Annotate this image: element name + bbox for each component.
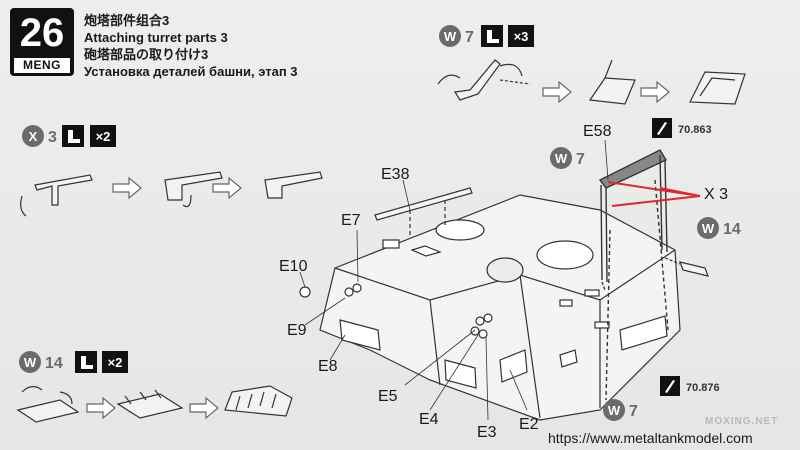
brand-logo: MENG	[14, 58, 70, 73]
title-chinese: 炮塔部件组合3	[84, 13, 170, 28]
top-arrows	[542, 80, 670, 104]
svg-text:×2: ×2	[96, 129, 111, 144]
svg-text:7: 7	[576, 151, 585, 168]
part-label-e2: E2	[519, 416, 539, 433]
title-japanese: 砲塔部品の取り付け3	[84, 47, 209, 62]
part-label-e8: E8	[318, 358, 338, 375]
svg-text:3: 3	[48, 129, 57, 146]
x3-pointer-lines	[607, 181, 701, 207]
source-url: https://www.metaltankmodel.com	[548, 430, 753, 446]
part-label-e7: E7	[341, 212, 361, 229]
title-russian: Установка деталей башни, этап 3	[84, 64, 298, 79]
e58-handle	[598, 149, 669, 401]
grille-arrows	[86, 396, 219, 420]
part-label-e4: E4	[419, 411, 439, 428]
callout-w7-bottom: W 7	[603, 399, 638, 421]
svg-text:70.876: 70.876	[686, 382, 720, 394]
svg-text:W: W	[555, 151, 568, 166]
e38-rail	[374, 187, 473, 238]
svg-text:70.863: 70.863	[678, 124, 712, 136]
callout-w14-right: W 14	[697, 217, 741, 239]
svg-text:×3: ×3	[514, 29, 529, 44]
paint-callout-70876: 70.876	[660, 376, 720, 396]
part-label-e58: E58	[583, 123, 612, 140]
svg-text:14: 14	[45, 355, 63, 372]
part-label-e3: E3	[477, 424, 497, 441]
part-label-e9: E9	[287, 322, 307, 339]
svg-text:W: W	[702, 221, 715, 236]
callout-w14-bottom: W 14 ×2	[19, 351, 128, 373]
callout-w7-mid: W 7	[550, 147, 585, 169]
svg-text:W: W	[444, 29, 457, 44]
w14-pin	[664, 257, 709, 277]
watermark: MOXING.NET	[705, 416, 779, 427]
title-english: Attaching turret parts 3	[84, 30, 228, 45]
top-subassembly	[437, 59, 746, 105]
handle-bending-sequence	[20, 171, 323, 217]
svg-text:X: X	[29, 129, 38, 144]
paint-callout-70863: 70.863	[652, 118, 712, 138]
leader-lines	[299, 139, 609, 421]
callout-x3: X 3 ×2	[22, 125, 116, 147]
step-number-badge: 26 MENG	[10, 8, 74, 76]
step-number: 26	[19, 11, 65, 55]
part-label-e5: E5	[378, 388, 398, 405]
step-titles: 炮塔部件组合3 Attaching turret parts 3 砲塔部品の取り…	[84, 12, 298, 80]
part-label-e38: E38	[381, 166, 410, 183]
svg-text:7: 7	[629, 403, 638, 420]
multiplier-label: X 3	[704, 186, 729, 203]
svg-text:W: W	[24, 355, 37, 370]
callout-w7-top: W 7 ×3	[439, 25, 534, 47]
handle-arrows	[112, 176, 242, 200]
turret-body	[299, 194, 681, 421]
part-label-e10: E10	[279, 258, 308, 275]
svg-text:14: 14	[723, 221, 741, 238]
svg-text:W: W	[608, 403, 621, 418]
svg-text:7: 7	[465, 29, 474, 46]
grille-sequence	[16, 385, 293, 423]
svg-text:×2: ×2	[108, 355, 123, 370]
